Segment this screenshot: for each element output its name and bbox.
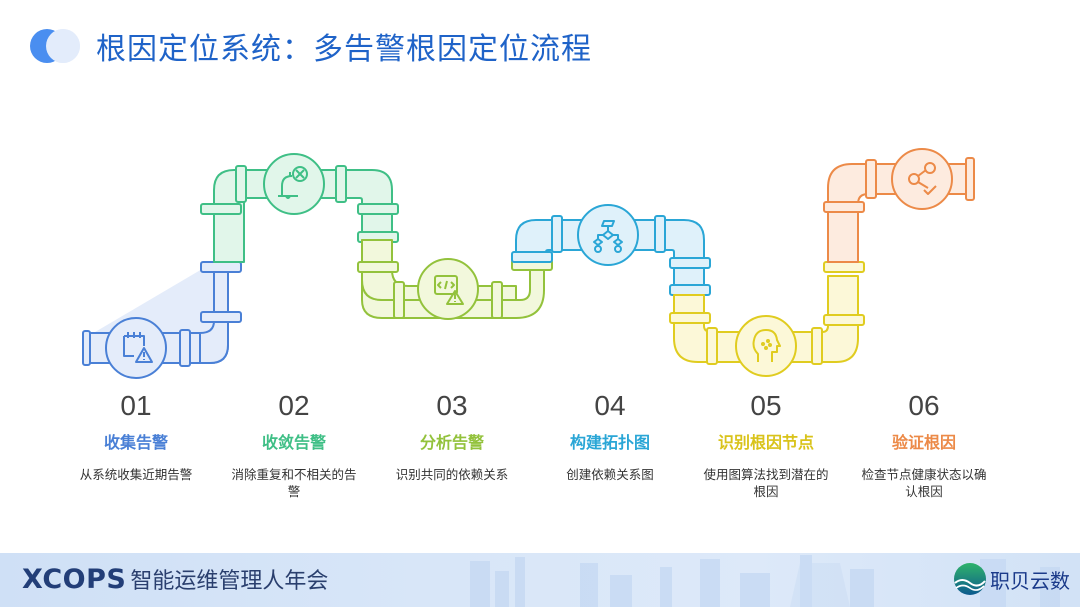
step-number: 04: [594, 390, 626, 421]
city-skyline-background: [470, 555, 1060, 607]
brand-name: XCOPS: [22, 564, 127, 595]
step-number: 01: [120, 390, 152, 421]
step-name: 分析告警: [419, 433, 484, 452]
step-name: 构建拓扑图: [569, 433, 650, 452]
head-thinking-icon: [752, 329, 781, 362]
step-description: 创建依赖关系图: [566, 467, 654, 482]
step-description: 从系统收集近期告警: [79, 467, 193, 482]
step-description: 使用图算法找到潜在的根因: [703, 467, 829, 499]
step-number: 05: [750, 390, 782, 421]
node-06: [891, 148, 953, 210]
pipeline-diagram: [82, 148, 975, 379]
event-name: 智能运维管理人年会: [130, 569, 329, 594]
step-number: 03: [436, 390, 468, 421]
bell-cancel-icon: [278, 166, 308, 199]
wave-globe-icon: [954, 563, 986, 595]
step-description: 检查节点健康状态以确认根因: [861, 467, 987, 499]
company-name: 职贝云数: [990, 568, 1070, 593]
step-number: 02: [278, 390, 310, 421]
node-04: [577, 204, 639, 266]
step-06: 06 验证根因 检查节点健康状态以确认根因: [844, 388, 1004, 500]
step-name: 收敛告警: [261, 433, 326, 452]
node-01: [105, 317, 167, 379]
step-number: 06: [908, 390, 940, 421]
page-title: 根因定位系统：多告警根因定位流程: [96, 32, 592, 67]
node-03: [417, 258, 479, 320]
step-name: 收集告警: [103, 433, 168, 452]
company-logo: 职贝云数: [952, 561, 1070, 597]
pipe-segment-05: [669, 261, 865, 365]
step-05: 05 识别根因节点 使用图算法找到潜在的根因: [686, 388, 846, 500]
step-04: 04 构建拓扑图 创建依赖关系图: [530, 388, 690, 483]
title-logo-icon: [28, 26, 84, 66]
code-warning-icon: [434, 275, 464, 305]
node-02: [263, 153, 325, 215]
share-check-icon: [908, 162, 937, 195]
node-05: [735, 315, 797, 377]
step-description: 消除重复和不相关的告警: [231, 467, 357, 499]
step-name: 识别根因节点: [717, 433, 814, 452]
step-description: 识别共同的依赖关系: [395, 467, 509, 482]
event-brand: XCOPS 智能运维管理人年会: [22, 563, 328, 595]
step-name: 验证根因: [891, 433, 956, 452]
step-list: 01 收集告警 从系统收集近期告警 02 收敛告警 消除重复和不相关的告警 03…: [0, 388, 1080, 528]
calendar-warning-icon: [123, 332, 153, 363]
pipe-segment-02: [200, 165, 399, 263]
step-01: 01 收集告警 从系统收集近期告警: [56, 388, 216, 483]
footer-banner: XCOPS 智能运维管理人年会 职贝云数: [0, 553, 1080, 607]
step-03: 03 分析告警 识别共同的依赖关系: [372, 388, 532, 483]
step-02: 02 收敛告警 消除重复和不相关的告警: [214, 388, 374, 500]
hierarchy-diagram-icon: [593, 220, 623, 253]
title-bar: 根因定位系统：多告警根因定位流程: [28, 24, 592, 68]
